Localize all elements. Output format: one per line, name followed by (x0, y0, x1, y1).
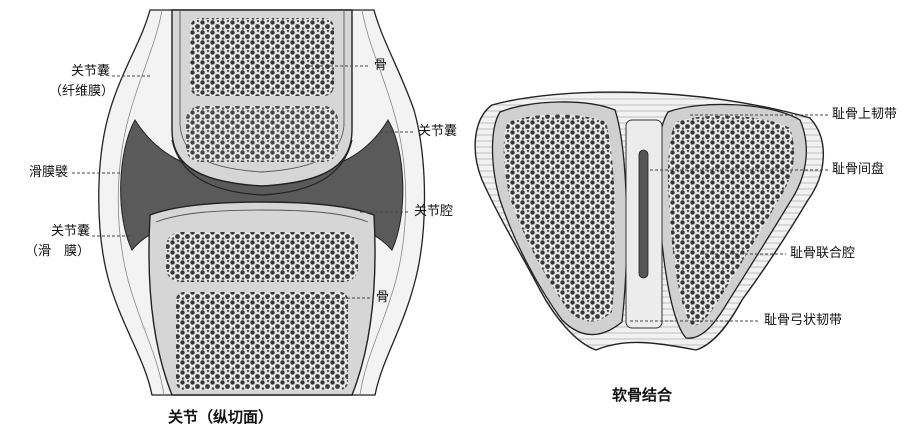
caption-symphysis: 软骨结合 (612, 384, 672, 405)
label-symphyseal-cavity: 耻骨联合腔 (790, 246, 855, 261)
label-fibrous-membrane: （纤维膜） (44, 84, 114, 99)
lower-bone-spongy (166, 232, 358, 282)
symphysis-diagram (475, 92, 828, 350)
label-capsule-synovial: 关节囊 (24, 224, 90, 239)
label-capsule-right: 关节囊 (418, 124, 457, 139)
label-superior-pubic-ligament: 耻骨上韧带 (832, 107, 897, 122)
label-arcuate-pubic-ligament: 耻骨弓状韧带 (764, 313, 842, 328)
symphyseal-cavity (639, 150, 648, 278)
upper-bone-spongy (190, 18, 334, 96)
label-bone-lower: 骨 (376, 290, 389, 305)
label-joint-cavity: 关节腔 (414, 204, 453, 219)
joint-diagram (72, 10, 425, 395)
label-capsule-fibrous: 关节囊 (44, 64, 110, 79)
label-bone-upper: 骨 (374, 58, 387, 73)
label-synovial-fold: 滑膜襞 (6, 165, 68, 180)
label-synovial-membrane: （滑 膜） (10, 244, 90, 259)
label-interpubic-disc: 耻骨间盘 (832, 162, 884, 177)
caption-joint: 关节（纵切面） (168, 406, 273, 427)
